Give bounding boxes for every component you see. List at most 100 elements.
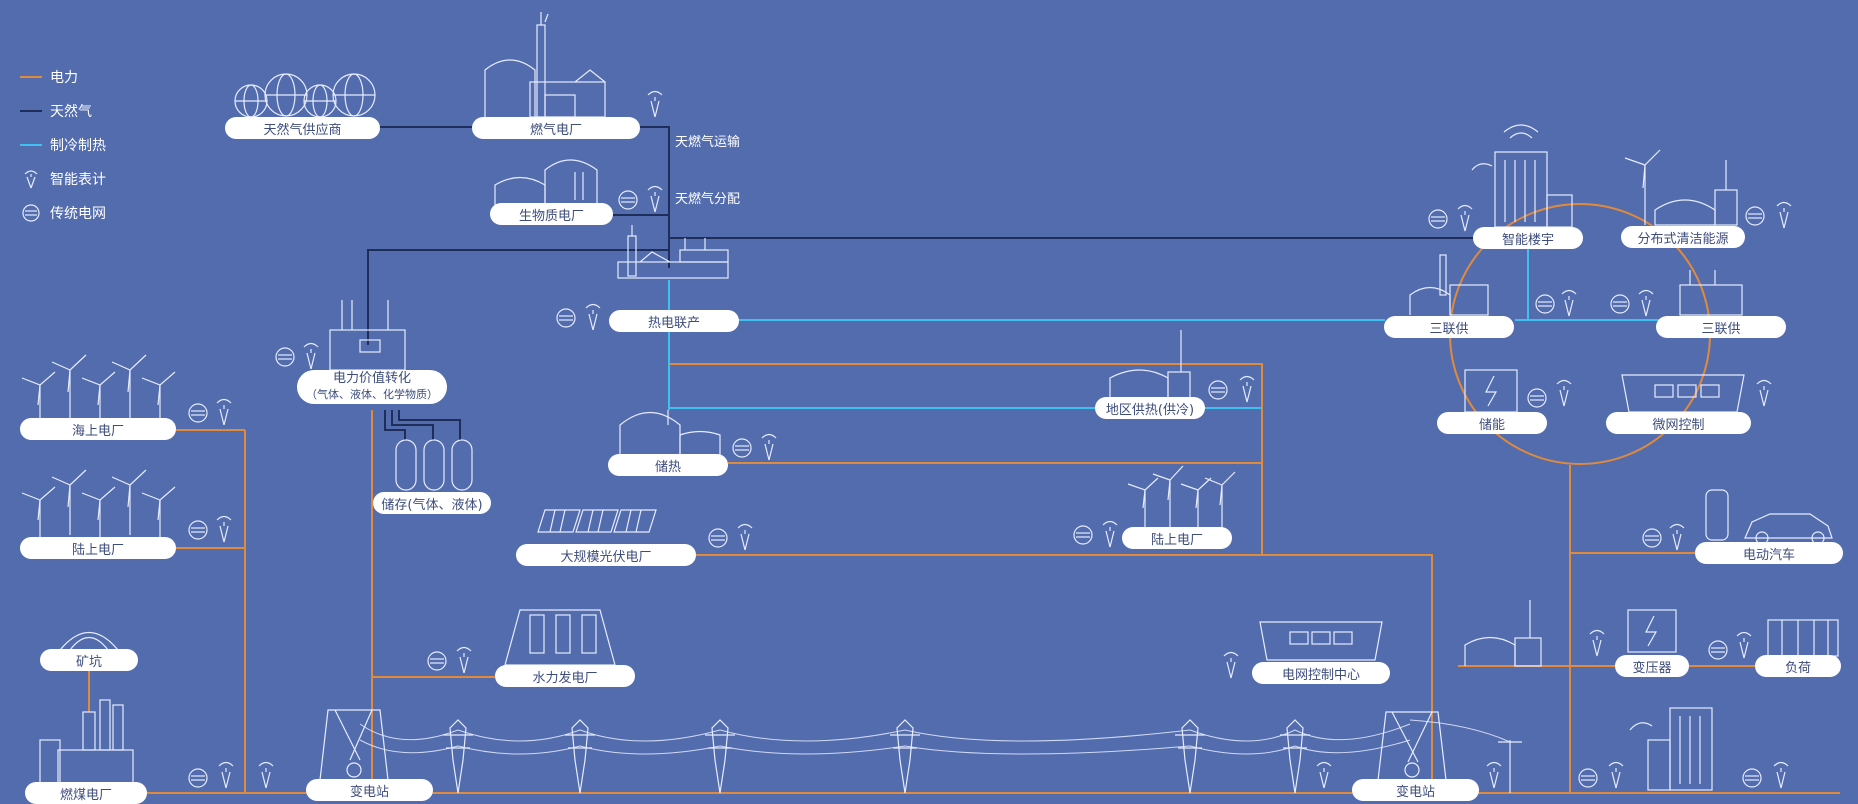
smart-meter-icon [647, 185, 663, 213]
smart-meter-icon [585, 303, 601, 331]
traditional-meter-icon [732, 438, 752, 458]
trigeneration-left-icon [1409, 254, 1489, 316]
chp-plant-icon [617, 225, 729, 279]
smart-meter-icon [1773, 761, 1789, 789]
smart-meter-icon [216, 515, 232, 543]
solar-plant-label: 大规模光伏电厂 [516, 544, 696, 566]
power-to-x-line1: 电力价值转化 [332, 371, 411, 386]
thermal-line-swatch [20, 144, 42, 146]
storage-gas-liquid-label: 储存(气体、液体) [373, 492, 491, 514]
legend-item-gas: 天然气 [20, 94, 106, 128]
chp-label: 热电联产 [609, 310, 739, 332]
smart-meter-icon [258, 761, 274, 789]
biomass-plant-label: 生物质电厂 [490, 203, 613, 225]
traditional-meter-icon [188, 403, 208, 423]
meter-icons [188, 90, 1792, 789]
traditional-meter-icon [1742, 768, 1762, 788]
smart-meter-icon [1556, 379, 1572, 407]
power-line-swatch [20, 76, 42, 78]
smart-meter-icon [303, 342, 319, 370]
pylon-icons [443, 719, 1522, 794]
legend-label: 智能表计 [50, 172, 106, 188]
offshore-wind-icon [21, 354, 176, 425]
mine-icon [59, 632, 119, 651]
traditional-meter-icon [188, 768, 208, 788]
grid-control-icon [1259, 621, 1383, 661]
smart-meter-icon [216, 398, 232, 426]
onshore-wind-left-label: 陆上电厂 [20, 537, 176, 559]
power-to-x-line2: （气体、液体、化学物质） [306, 388, 438, 401]
thermal-lines [668, 248, 1660, 410]
gas-plant-label: 燃气电厂 [472, 117, 640, 139]
smart-meter-icon [1776, 201, 1792, 229]
smart-meter-icon [647, 90, 663, 118]
smart-meter-icon [1223, 651, 1239, 679]
substation-left-label: 变电站 [306, 779, 433, 801]
legend-item-traditional-grid: 传统电网 [20, 196, 106, 230]
hydro-plant-label: 水力发电厂 [495, 665, 635, 687]
storage-tank-icon [395, 439, 473, 491]
traditional-meter-icon [1073, 525, 1093, 545]
legend-label: 电力 [50, 70, 78, 86]
smart-meter-icon [456, 646, 472, 674]
traditional-meter-icon [188, 520, 208, 540]
traditional-meter-icon [275, 347, 295, 367]
onshore-wind-right-icon [1127, 465, 1236, 528]
legend-label: 制冷制热 [50, 138, 106, 154]
district-heating-label: 地区供热(供冷) [1095, 397, 1205, 419]
power-to-x-label: 电力价值转化 （气体、液体、化学物质） [297, 370, 447, 404]
legend-item-power: 电力 [20, 60, 106, 94]
traditional-meter-icon [1578, 768, 1598, 788]
traditional-meter-icon [708, 528, 728, 548]
biomass-plant-icon [494, 159, 598, 205]
traditional-meter-icon [427, 651, 447, 671]
traditional-meter-icon [1708, 640, 1728, 660]
solar-panel-icon [537, 509, 657, 533]
traditional-meter-icon [1527, 388, 1547, 408]
gas-plant-icon [484, 12, 606, 118]
mine-label: 矿坑 [40, 649, 138, 671]
smart-meter-icon [1589, 629, 1605, 657]
energy-storage-label: 储能 [1437, 412, 1547, 434]
gas-supplier-label: 天然气供应商 [225, 117, 380, 139]
smart-meter-icon [1316, 761, 1332, 789]
ev-icon [1705, 489, 1833, 545]
onshore-wind-right-label: 陆上电厂 [1122, 527, 1232, 549]
gas-lines [367, 126, 1490, 440]
smart-meter-icon [1561, 289, 1577, 317]
smart-meter-icon [1638, 289, 1654, 317]
traditional-meter-icon [20, 203, 42, 223]
gas-globe-icon [234, 73, 376, 118]
smart-meter-icon [1669, 523, 1685, 551]
ev-label: 电动汽车 [1695, 542, 1843, 564]
smart-meter-icon [20, 169, 42, 189]
substation-left-icon [319, 709, 389, 781]
substation-right-label: 变电站 [1352, 779, 1479, 801]
smart-meter-icon [1102, 520, 1118, 548]
trigeneration-left-label: 三联供 [1384, 316, 1514, 338]
traditional-meter-icon [1745, 206, 1765, 226]
hydro-plant-icon [504, 609, 616, 666]
grid-control-label: 电网控制中心 [1252, 662, 1390, 684]
icon-layer [21, 12, 1839, 794]
heat-storage-icon [619, 410, 721, 455]
transformer-icon [1627, 609, 1677, 653]
traditional-meter-icon [556, 308, 576, 328]
transmission-wires [359, 719, 1511, 755]
transformer-label: 变压器 [1615, 655, 1689, 677]
legend: 电力 天然气 制冷制热 智能表计 传统电网 [20, 60, 106, 230]
microgrid-control-label: 微网控制 [1606, 412, 1751, 434]
gas-line-swatch [20, 110, 42, 112]
traditional-meter-icon [1428, 209, 1448, 229]
industrial-plant-icon [1464, 600, 1542, 667]
offshore-wind-label: 海上电厂 [20, 418, 176, 440]
coal-plant-icon [39, 699, 134, 786]
gas-distribution-label: 天燃气分配 [675, 192, 741, 207]
trigeneration-right-label: 三联供 [1656, 316, 1786, 338]
traditional-meter-icon [1642, 528, 1662, 548]
smart-meter-icon [1239, 375, 1255, 403]
smart-meter-icon [761, 433, 777, 461]
energy-storage-icon [1464, 369, 1518, 413]
